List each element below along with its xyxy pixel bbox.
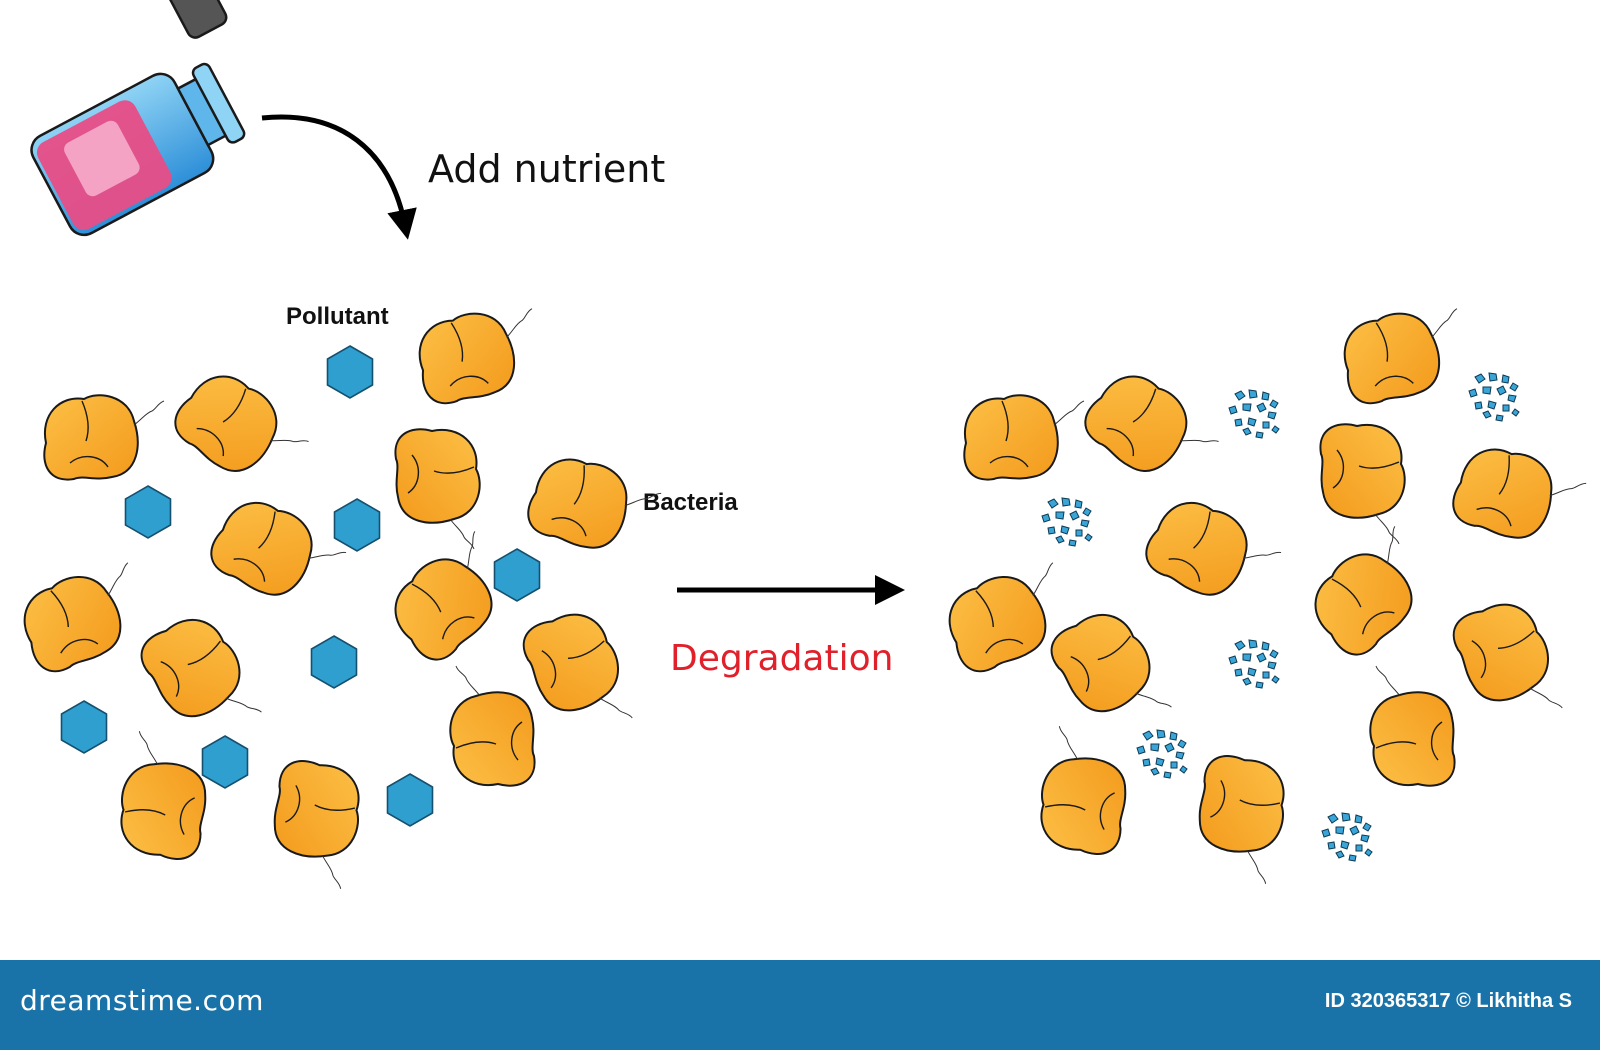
pollutant-hexagon-icon [201, 735, 249, 789]
pollutant-fragments-icon [1136, 729, 1188, 779]
bacterium-icon [12, 556, 156, 679]
pollutant-hexagon-icon [60, 700, 108, 754]
bacterium-icon [412, 302, 547, 408]
bacterium-icon [1031, 724, 1138, 859]
bacterium-icon [1187, 751, 1294, 886]
bacterium-icon [1369, 665, 1456, 787]
bacteria-label: Bacteria [643, 489, 738, 516]
pollutant-fragments-icon [1321, 812, 1373, 862]
pollutant-hexagon-icon [333, 498, 381, 552]
footer-credit: ID 320365317 © Likhitha S [1324, 990, 1572, 1012]
bacterium-icon [43, 394, 165, 481]
bacterium-icon [378, 526, 527, 670]
bacterium-icon [1137, 486, 1285, 622]
bacterium-icon [394, 428, 481, 550]
pollutant-hexagon-icon [124, 485, 172, 539]
footer-bar: dreamstime.com ID 320365317 © Likhitha S [0, 960, 1600, 1050]
bacterium-icon [1337, 302, 1472, 408]
add-nutrient-arrow [261, 114, 417, 240]
degradation-label: Degradation [670, 638, 893, 679]
pollutant-hexagon-icon [386, 773, 434, 827]
bacterium-icon [202, 486, 350, 622]
bacterium-icon [1042, 599, 1178, 748]
bacterium-icon [1075, 359, 1224, 503]
pollutant-fragments-icon [1041, 497, 1093, 547]
pollutant-fragments-icon [1468, 372, 1520, 422]
bacterium-icon [520, 446, 665, 569]
nutrient-vial-icon [30, 0, 246, 237]
pollutant-label: Pollutant [286, 303, 389, 330]
bacterium-icon [1298, 521, 1447, 665]
bacterium-icon [132, 604, 268, 753]
bacterium-icon [1446, 592, 1569, 736]
pollutant-hexagon-icon [310, 635, 358, 689]
bacterium-icon [1319, 423, 1406, 545]
pollutant-fragments-icon [1228, 389, 1280, 439]
bacterium-icon [165, 359, 314, 503]
bacterium-icon [111, 729, 218, 864]
add-nutrient-label: Add nutrient [428, 147, 665, 191]
bacterium-icon [262, 756, 369, 891]
bacterium-icon [1445, 436, 1590, 559]
bacterium-icon [963, 394, 1085, 481]
footer-brand[interactable]: dreamstime.com [20, 984, 264, 1017]
pollutant-hexagon-icon [326, 345, 374, 399]
pollutant-hexagon-icon [493, 548, 541, 602]
bacterium-icon [449, 665, 536, 787]
pollutant-fragments-icon [1228, 639, 1280, 689]
bacterium-icon [516, 602, 639, 746]
